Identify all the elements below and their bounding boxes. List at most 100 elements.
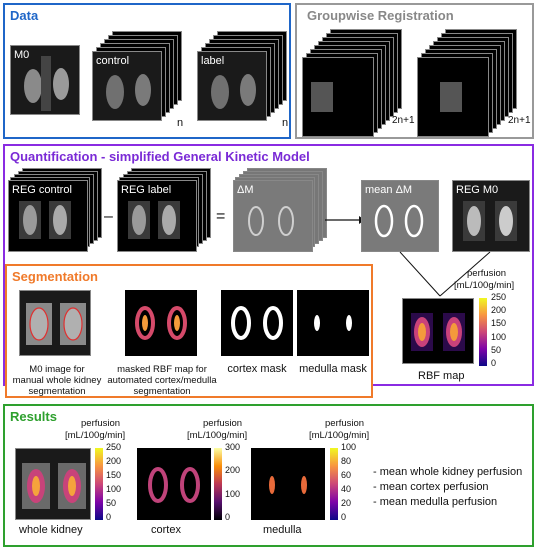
cortex-colorbar <box>214 448 222 520</box>
segmentation-panel: Segmentation M0 image for manual whole k… <box>5 264 373 398</box>
control-stack: control <box>92 31 182 121</box>
medulla-mask-image <box>297 290 369 356</box>
reg-control-label: REG control <box>12 184 72 196</box>
medulla-mask-caption: medulla mask <box>299 363 367 375</box>
colorbar-tick-label: 100 <box>341 442 357 452</box>
segmentation-panel-title: Segmentation <box>12 269 98 284</box>
colorbar-tick-label: 50 <box>106 498 117 508</box>
kidney-image <box>128 201 180 239</box>
medulla-cb-title-2: [mL/100g/min] <box>309 430 370 441</box>
results-panel-title: Results <box>10 409 57 424</box>
label-label: label <box>201 55 225 67</box>
reg-m0-image: REG M0 <box>452 180 530 252</box>
arrow-icon <box>325 216 365 224</box>
data-panel: Data M0 control <box>3 3 291 139</box>
groupwise-panel: Groupwise Registration 2n+1 2n+1 <box>295 3 534 139</box>
masked-rbf-caption: masked RBF map for automated cortex/medu… <box>107 364 217 397</box>
summary-whole-kidney: - mean whole kidney perfusion <box>373 466 523 478</box>
kidney-image <box>463 201 517 241</box>
cortex-map <box>137 448 211 520</box>
summary-medulla: - mean medulla perfusion <box>373 496 498 508</box>
cortex-cb-title-2: [mL/100g/min] <box>187 430 248 441</box>
colorbar-tick-label: 50 <box>491 344 502 355</box>
mask-image <box>231 306 283 340</box>
m0-segmentation-caption: M0 image for manual whole kidney segment… <box>12 364 102 397</box>
registered-control-stack <box>302 29 402 137</box>
reg-label-stack: REG label <box>117 168 217 258</box>
colorbar-tick-label: 20 <box>341 498 352 508</box>
summary-cortex: - mean cortex perfusion <box>373 481 489 493</box>
reg-control-stack: REG control <box>8 168 103 258</box>
cortex-mask-caption: cortex mask <box>227 363 287 375</box>
kidney-image <box>19 201 71 239</box>
perfusion-map <box>411 313 465 351</box>
label-n-label: n <box>282 117 289 129</box>
registered-label-stack <box>417 29 517 137</box>
colorbar-tick-label: 150 <box>491 318 507 329</box>
minus-operator: – <box>104 208 113 225</box>
whole-kidney-cb-title-2: [mL/100g/min] <box>65 430 126 441</box>
colorbar-tick-label: 250 <box>491 292 507 302</box>
whole-kidney-colorbar <box>95 448 103 520</box>
perfusion-map <box>135 306 187 340</box>
colorbar-tick-label: 0 <box>491 358 497 368</box>
m0-image: M0 <box>10 45 80 115</box>
groupwise-count-label-2: 2n+1 <box>508 115 531 126</box>
perfusion-map <box>269 476 307 494</box>
colorbar-tick-label: 0 <box>341 512 347 522</box>
colorbar-tick-label: 250 <box>106 442 122 452</box>
label-stack: label <box>197 31 287 121</box>
colorbar-tick-label: 300 <box>225 442 241 452</box>
reg-label-label: REG label <box>121 184 172 196</box>
colorbar-tick-label: 200 <box>106 456 122 466</box>
perfusion-map <box>148 467 200 503</box>
rbf-map-caption: RBF map <box>418 370 465 382</box>
cortex-cb-title-1: perfusion <box>203 418 243 429</box>
kidney-image <box>106 74 151 109</box>
delta-m-stack: ΔM <box>233 168 333 258</box>
colorbar-tick-label: 0 <box>225 512 231 522</box>
medulla-caption: medulla <box>263 524 302 536</box>
perfusion-map <box>22 463 86 509</box>
whole-kidney-caption: whole kidney <box>19 524 83 536</box>
masked-rbf-image <box>125 290 197 356</box>
whole-kidney-map <box>15 448 91 520</box>
mean-delta-m-image: mean ΔM <box>361 180 439 252</box>
kidney-image <box>211 74 256 109</box>
difference-image <box>374 204 424 238</box>
colorbar-tick-label: 150 <box>106 470 122 480</box>
m0-label: M0 <box>14 49 30 61</box>
groupwise-count-label-1: 2n+1 <box>392 115 415 126</box>
m0-segmentation-image <box>19 290 91 356</box>
control-n-label: n <box>177 117 184 129</box>
medulla-cb-title-1: perfusion <box>325 418 365 429</box>
colorbar-tick-label: 80 <box>341 456 352 466</box>
rbf-map-image <box>402 298 474 364</box>
colorbar-tick-label: 200 <box>225 465 241 476</box>
delta-m-label: ΔM <box>237 184 254 196</box>
reg-m0-label: REG M0 <box>456 184 499 196</box>
control-label: control <box>96 55 130 67</box>
medulla-colorbar <box>330 448 338 520</box>
mean-delta-m-label: mean ΔM <box>365 184 413 196</box>
colorbar-tick-label: 100 <box>491 331 507 342</box>
data-panel-title: Data <box>10 8 39 23</box>
kidney-contour-image <box>26 303 86 345</box>
colorbar-tick-label: 40 <box>341 484 352 494</box>
kidney-image <box>24 56 69 111</box>
medulla-map <box>251 448 325 520</box>
rbf-colorbar <box>479 298 487 366</box>
mask-image <box>314 315 352 331</box>
equals-operator: = <box>216 208 226 225</box>
colorbar-tick-label: 100 <box>106 484 122 494</box>
colorbar-tick-label: 100 <box>225 488 241 499</box>
connector-lines <box>399 251 491 297</box>
difference-image <box>248 206 294 236</box>
colorbar-tick-label: 200 <box>491 305 507 316</box>
cortex-caption: cortex <box>151 524 181 536</box>
groupwise-panel-title: Groupwise Registration <box>307 8 454 23</box>
rbf-cb-title-1: perfusion <box>467 268 507 279</box>
whole-kidney-cb-title-1: perfusion <box>81 418 121 429</box>
quantification-panel-title: Quantification - simplified General Kine… <box>10 149 310 164</box>
